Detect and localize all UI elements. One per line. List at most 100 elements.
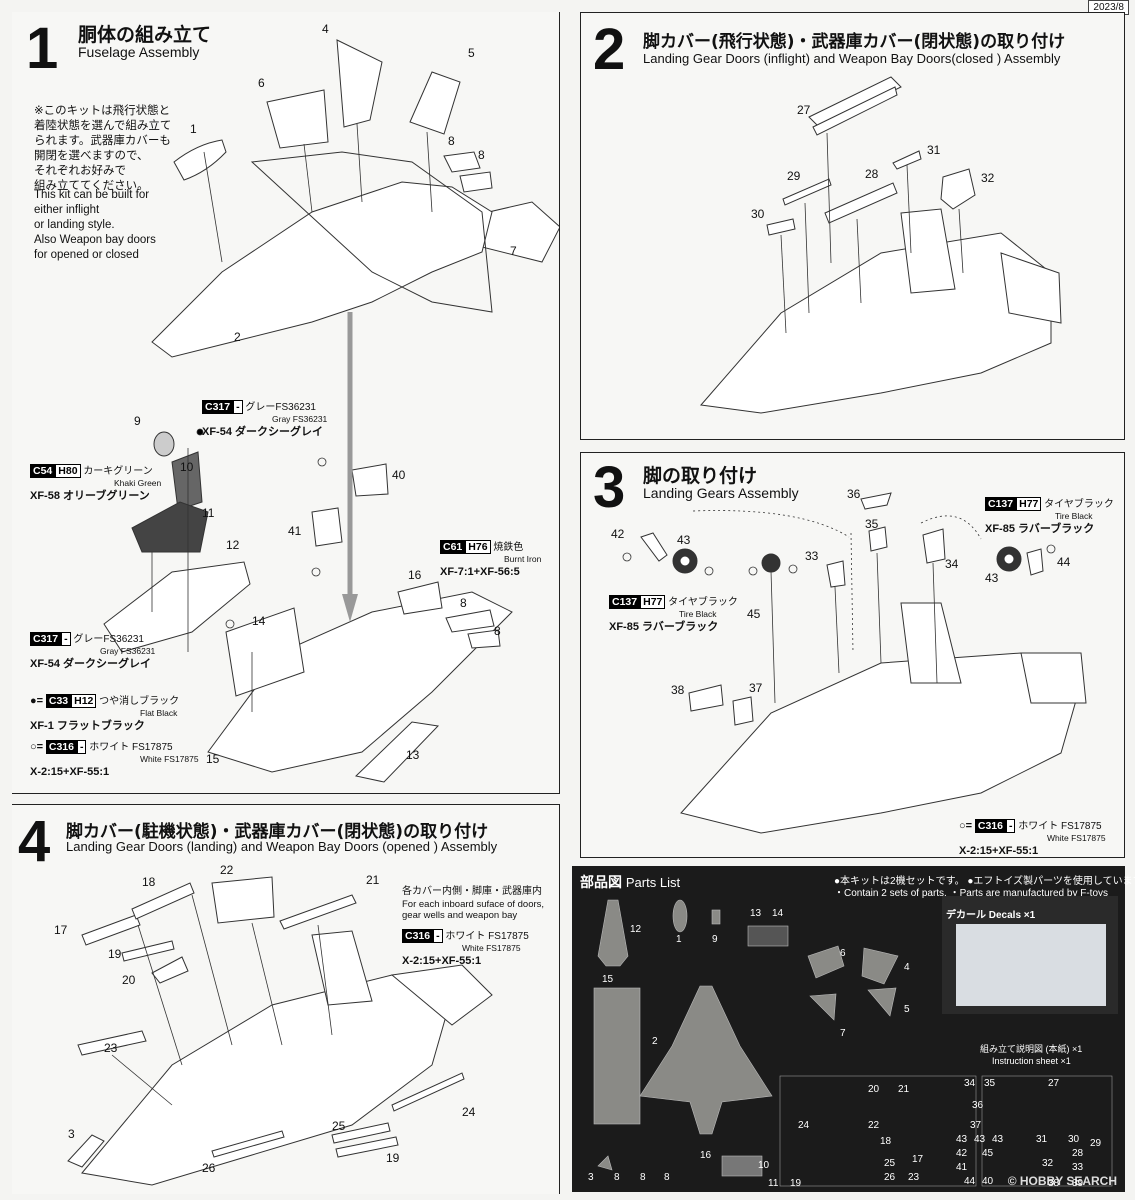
instruction-sheet-label: 組み立て説明図 (本紙) ×1 Instruction sheet ×1: [980, 1044, 1083, 1066]
step1-note-en: This kit can be built for either infligh…: [34, 189, 156, 261]
decal-sheet-image: [956, 924, 1106, 1006]
part-9-shape: [154, 432, 174, 456]
step2-part-28: 28: [865, 167, 879, 181]
fuselage-upper-shape: [152, 182, 492, 357]
pl-part-7-shape: [809, 993, 837, 1021]
step4-number: 4: [18, 809, 51, 874]
watermark: © HOBBY SEARCH: [1007, 1174, 1117, 1188]
step3-title-jp: 脚の取り付け: [643, 465, 758, 487]
part-17-shape: [82, 915, 140, 945]
part-34-shape: [923, 529, 945, 563]
pl-num-41: 41: [956, 1162, 968, 1173]
paint-c316-step1: ○= C316- ホワイト FS17875 White FS17875 X-2:…: [30, 740, 199, 778]
part-32-shape: [941, 169, 975, 209]
pl-num-3: 3: [588, 1172, 594, 1183]
part-1-shape: [174, 140, 226, 180]
step4-part-18: 18: [142, 875, 156, 889]
part-25-shape: [332, 1123, 390, 1143]
step4-title-en: Landing Gear Doors (landing) and Weapon …: [66, 839, 498, 854]
step2-part-27: 27: [797, 103, 811, 117]
step1-number: 1: [26, 16, 59, 81]
part-29-shape: [783, 179, 831, 205]
pl-num-23: 23: [908, 1172, 920, 1183]
part-35-shape: [869, 527, 887, 551]
pl-num-6: 6: [840, 948, 846, 959]
pl-num-8c: 8: [664, 1172, 670, 1183]
pl-part-6-shape: [807, 945, 845, 979]
pl-num-2: 2: [652, 1036, 658, 1047]
step1-note-jp: ※このキットは飛行状態と 着陸状態を選んで組み立て られます。武器庫カバーも 開…: [34, 105, 172, 192]
part-36-shape: [861, 493, 891, 509]
step2-part-31: 31: [927, 143, 941, 157]
step3-drawing: [581, 453, 1125, 858]
step1-part-9: 9: [134, 414, 141, 428]
step4-part-22: 22: [220, 863, 234, 877]
step1-part-14: 14: [252, 614, 266, 628]
step1-part-41: 41: [288, 524, 302, 538]
step1-part-15: 15: [206, 752, 220, 766]
step3-part-43a: 43: [677, 533, 691, 547]
pl-num-19: 19: [790, 1178, 802, 1189]
part-8b-shape: [460, 172, 492, 192]
part-41-shape: [312, 508, 342, 546]
pl-num-43a: 43: [956, 1134, 968, 1145]
pl-sprue-2-shape: [981, 1075, 1113, 1187]
part-28-shape: [825, 183, 897, 223]
step4-part-19a: 19: [108, 947, 122, 961]
part-38-shape: [689, 685, 723, 711]
pl-num-30: 30: [1068, 1134, 1080, 1145]
pl-num-39: 39: [1072, 1178, 1084, 1189]
pl-num-29: 29: [1090, 1138, 1102, 1149]
step1-part-8d: 8: [494, 624, 501, 638]
step2-part-30: 30: [751, 207, 765, 221]
pl-num-15: 15: [602, 974, 614, 985]
part-21-shape: [280, 895, 356, 929]
paint-c317-top: C317- グレーFS36231 Gray FS36231 XF-54 ダークシ…: [202, 400, 328, 438]
step4-part-23: 23: [104, 1041, 118, 1055]
step4-part-19b: 19: [386, 1151, 400, 1165]
step1-part-5: 5: [468, 46, 475, 60]
part-44-shape: [1027, 549, 1043, 575]
part-22-shape: [212, 877, 274, 923]
part-19b-shape: [336, 1137, 398, 1157]
step4-note-en: For each inboard suface of doors, gear w…: [402, 899, 545, 922]
step3-part-35: 35: [865, 517, 879, 531]
step3-part-34: 34: [945, 557, 959, 571]
pl-num-21: 21: [898, 1084, 910, 1095]
step1-part-8b: 8: [478, 148, 485, 162]
step1-title-en: Fuselage Assembly: [78, 44, 200, 60]
pl-num-40: 40: [982, 1176, 994, 1187]
part-6-shape: [267, 90, 328, 148]
step4-part-26: 26: [202, 1161, 216, 1175]
part-11-shape: [132, 502, 208, 552]
pl-sprue-shape: [779, 1075, 977, 1187]
step3-airframe-shape: [681, 653, 1081, 833]
pl-num-33: 33: [1072, 1162, 1084, 1173]
part-42-shape: [641, 533, 667, 561]
decal-label: デカール Decals ×1: [946, 910, 1036, 921]
pl-num-11: 11: [768, 1178, 779, 1189]
step1-panel: 1 胴体の組み立て Fuselage Assembly ※このキットは飛行状態と…: [12, 12, 560, 794]
step1-part-10: 10: [180, 460, 194, 474]
pl-part-1-shape: [672, 899, 688, 933]
step3-part-33: 33: [805, 549, 819, 563]
step4-title-jp: 脚カバー(駐機状態)・武器庫カバー(閉状態)の取り付け: [66, 822, 489, 842]
step4-drawing: [12, 805, 560, 1194]
parts-note-en: ・Contain 2 sets of parts. ・Parts are man…: [834, 888, 1109, 899]
pl-num-36: 36: [972, 1100, 984, 1111]
pl-num-45: 45: [982, 1148, 994, 1159]
step1-part-13: 13: [406, 748, 420, 762]
pl-num-5: 5: [904, 1004, 910, 1015]
pl-part-12-shape: [597, 899, 629, 967]
step1-part-6: 6: [258, 76, 265, 90]
pl-num-16: 16: [700, 1150, 712, 1161]
parts-list-panel: 部品図 Parts List ●本キットは2機セットです。 ●エフトイズ製パーツ…: [572, 866, 1135, 1192]
parts-list-drawing: [593, 899, 1113, 1187]
pl-num-10: 10: [758, 1160, 770, 1171]
pl-num-13: 13: [750, 908, 762, 919]
pl-num-24: 24: [798, 1120, 810, 1131]
